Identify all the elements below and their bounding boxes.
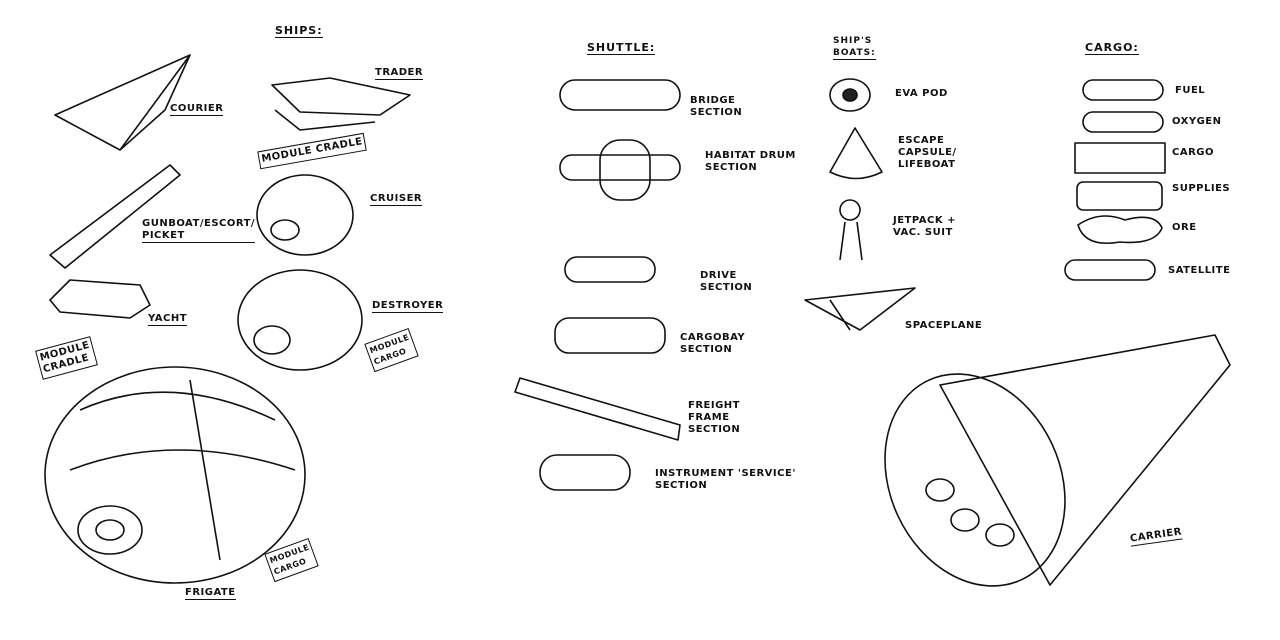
label-cargobay-section: CARGOBAY SECTION bbox=[680, 332, 746, 355]
label-cruiser: CRUISER bbox=[370, 193, 423, 206]
freight-frame-drawing bbox=[514, 377, 681, 441]
shuttle-heading: SHUTTLE: bbox=[587, 41, 656, 55]
spaceplane-drawing bbox=[804, 287, 916, 331]
label-frigate: FRIGATE bbox=[185, 587, 236, 600]
label-trader: TRADER bbox=[375, 67, 424, 80]
label-eva-pod: EVA POD bbox=[895, 88, 948, 99]
label-freight-frame-section: FREIGHT FRAME SECTION bbox=[688, 400, 741, 435]
label-gunboat: GUNBOAT/ESCORT/ PICKET bbox=[142, 218, 256, 243]
label-cargo: CARGO bbox=[1172, 147, 1214, 158]
habitat-drum-drawing bbox=[599, 139, 651, 201]
label-jetpack: JETPACK + VAC. SUIT bbox=[893, 215, 956, 238]
bridge-section-drawing bbox=[559, 79, 681, 111]
ships-boats-heading: SHIP'S BOATS: bbox=[833, 36, 876, 60]
cargo-heading: CARGO: bbox=[1085, 41, 1139, 55]
carrier-drawing bbox=[939, 334, 1231, 586]
label-drive-section: DRIVE SECTION bbox=[700, 270, 753, 293]
label-oxygen: OXYGEN bbox=[1172, 116, 1222, 127]
label-habitat-drum-section: HABITAT DRUM SECTION bbox=[705, 150, 796, 173]
yacht-drawing bbox=[49, 279, 151, 319]
label-bridge-section: BRIDGE SECTION bbox=[690, 95, 743, 118]
label-instrument-section: INSTRUMENT 'SERVICE' SECTION bbox=[655, 468, 796, 491]
instrument-section-drawing bbox=[539, 454, 631, 491]
fuel-drawing bbox=[1082, 79, 1164, 101]
label-fuel: FUEL bbox=[1175, 85, 1206, 96]
jetpack-drawing bbox=[839, 199, 863, 261]
cruiser-drawing bbox=[256, 174, 354, 256]
label-escape-capsule: ESCAPE CAPSULE/ LIFEBOAT bbox=[898, 135, 957, 170]
eva-pod-drawing bbox=[829, 78, 871, 112]
label-ore: ORE bbox=[1172, 222, 1197, 233]
label-spaceplane: SPACEPLANE bbox=[905, 320, 983, 331]
destroyer-drawing bbox=[237, 269, 363, 371]
oxygen-drawing bbox=[1082, 111, 1164, 133]
supplies-drawing bbox=[1076, 181, 1163, 211]
cargobay-section-drawing bbox=[554, 317, 666, 354]
label-satellite: SATELLITE bbox=[1168, 265, 1231, 276]
gunboat-drawing bbox=[49, 164, 181, 269]
trader-drawing bbox=[271, 77, 411, 131]
ore-drawing bbox=[1077, 215, 1163, 244]
label-courier: COURIER bbox=[170, 103, 224, 116]
label-yacht: YACHT bbox=[148, 313, 188, 326]
courier-drawing bbox=[54, 54, 191, 151]
frigate-drawing bbox=[44, 366, 306, 584]
cargo-drawing bbox=[1074, 142, 1166, 174]
drive-section-drawing bbox=[564, 256, 656, 283]
label-supplies: SUPPLIES bbox=[1172, 183, 1231, 194]
satellite-drawing bbox=[1064, 259, 1156, 281]
label-destroyer: DESTROYER bbox=[372, 300, 444, 313]
escape-capsule-drawing bbox=[829, 127, 883, 180]
ships-heading: SHIPS: bbox=[275, 24, 323, 38]
